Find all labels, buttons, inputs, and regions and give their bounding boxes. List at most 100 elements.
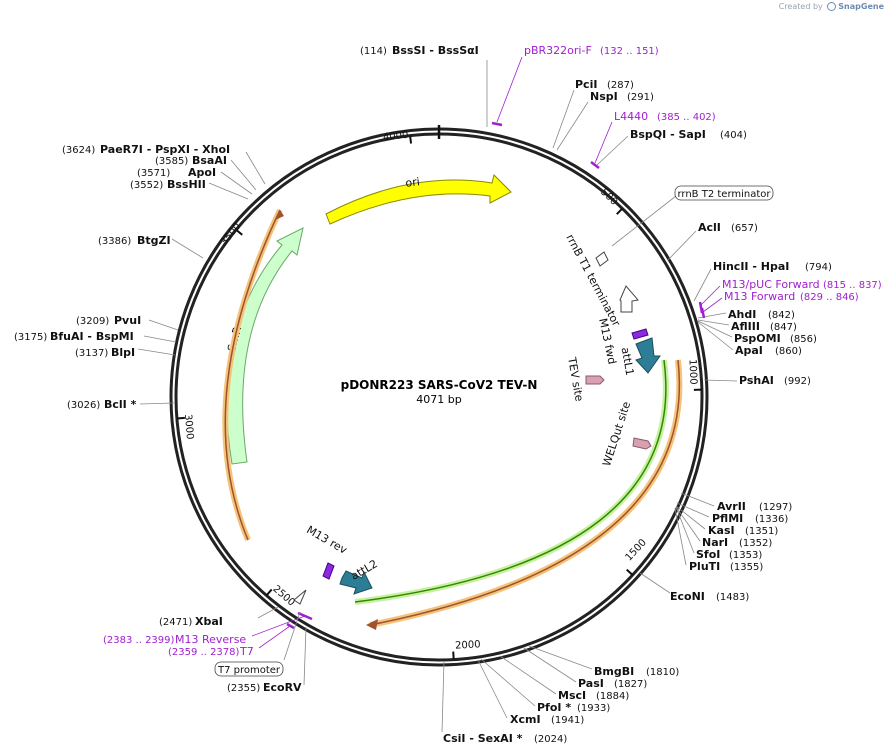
restriction-site-position: (114) bbox=[360, 46, 387, 57]
restriction-site-name[interactable]: AvrII bbox=[717, 500, 746, 513]
restriction-site-name[interactable]: PaeR7I - PspXI - XhoI bbox=[100, 143, 230, 156]
welqut-site-feature[interactable] bbox=[632, 437, 652, 450]
restriction-site-position: (3552) bbox=[130, 180, 163, 191]
site-leader-line bbox=[674, 507, 687, 566]
restriction-site-name[interactable]: XcmI bbox=[510, 713, 541, 726]
restriction-site-name[interactable]: BmgBI bbox=[594, 665, 634, 678]
restriction-site-name[interactable]: PflMI bbox=[712, 512, 743, 525]
site-leader-line bbox=[693, 268, 712, 302]
restriction-site-position: (3209) bbox=[76, 316, 109, 327]
primer-name[interactable]: M13/pUC Forward bbox=[722, 278, 820, 291]
site-leader-line bbox=[139, 402, 175, 405]
restriction-site-position: (856) bbox=[790, 334, 817, 345]
site-leader-line bbox=[596, 135, 629, 166]
primer-leader-line bbox=[702, 297, 723, 313]
m13-fwd-feature[interactable] bbox=[631, 328, 649, 340]
rrnb-t2-terminator-arrow[interactable] bbox=[595, 251, 609, 267]
restriction-site-name[interactable]: AflIII bbox=[731, 320, 760, 333]
ori-feature-arrow[interactable] bbox=[325, 174, 512, 225]
restriction-site-name[interactable]: BsaAI bbox=[192, 154, 227, 167]
primer-leader-line bbox=[700, 285, 721, 306]
rrnb-t1-terminator-arrow[interactable] bbox=[619, 285, 639, 313]
t7-promoter-leader bbox=[283, 611, 301, 661]
green-highlight-arc bbox=[354, 359, 669, 605]
restriction-site-position: (2024) bbox=[534, 734, 567, 745]
restriction-site-position: (1941) bbox=[551, 715, 584, 726]
tev-site-feature[interactable] bbox=[585, 375, 605, 385]
primer-binding-mark[interactable] bbox=[286, 622, 295, 630]
restriction-site-name[interactable]: PvuI bbox=[114, 314, 141, 327]
restriction-site-name[interactable]: PfoI * bbox=[537, 701, 571, 714]
site-leader-line bbox=[257, 606, 279, 619]
restriction-site-name[interactable]: PspOMI bbox=[734, 332, 781, 345]
restriction-site-name[interactable]: PshAI bbox=[739, 374, 774, 387]
restriction-site-position: (2355) bbox=[227, 683, 260, 694]
tick-label: 2000 bbox=[455, 639, 481, 651]
primer-name[interactable]: pBR322ori-F bbox=[524, 44, 592, 57]
tick-label: 2500 bbox=[270, 584, 296, 609]
attl2-feature-arrow[interactable] bbox=[339, 570, 373, 595]
primer-binding-mark[interactable] bbox=[491, 121, 503, 127]
t7-promoter-box bbox=[214, 661, 284, 677]
restriction-site-name[interactable]: AhdI bbox=[728, 308, 756, 321]
restriction-site-name[interactable]: ApaI bbox=[735, 344, 763, 357]
restriction-site-name[interactable]: XbaI bbox=[195, 615, 223, 628]
m13-rev-feature[interactable] bbox=[322, 562, 335, 580]
restriction-site-name[interactable]: AclI bbox=[698, 221, 721, 234]
primer-name[interactable]: L4440 bbox=[614, 110, 648, 123]
restriction-site-name[interactable]: NspI bbox=[590, 90, 618, 103]
restriction-site-name[interactable]: PasI bbox=[578, 677, 604, 690]
left-arc-arrowhead bbox=[275, 210, 284, 220]
restriction-site-name[interactable]: MscI bbox=[558, 689, 586, 702]
restriction-site-position: (3175) bbox=[14, 332, 47, 343]
site-leader-line bbox=[480, 658, 536, 707]
primer-binding-mark[interactable] bbox=[590, 161, 600, 169]
restriction-site-name[interactable]: SfoI bbox=[696, 548, 720, 561]
primer-name[interactable]: M13 Reverse bbox=[175, 633, 246, 646]
restriction-site-name[interactable]: CsiI - SexAI * bbox=[443, 732, 523, 745]
restriction-site-name[interactable]: EcoNI bbox=[670, 590, 705, 603]
tick-mark bbox=[616, 207, 624, 215]
credit-brand: SnapGene bbox=[838, 2, 884, 11]
restriction-site-position: (1352) bbox=[739, 538, 772, 549]
green-inner-arc bbox=[354, 359, 667, 603]
restriction-site-name[interactable]: PciI bbox=[575, 78, 597, 91]
t7-promoter-arrow[interactable] bbox=[293, 589, 307, 605]
site-leader-line bbox=[697, 320, 733, 338]
restriction-site-name[interactable]: BclI * bbox=[104, 398, 137, 411]
restriction-site-name[interactable]: ApoI bbox=[188, 166, 216, 179]
restriction-site-name[interactable]: EcoRV bbox=[263, 681, 302, 694]
restriction-site-name[interactable]: NarI bbox=[702, 536, 728, 549]
primer-range: (385 .. 402) bbox=[657, 112, 716, 123]
attl1-feature-arrow[interactable] bbox=[635, 337, 661, 374]
restriction-site-position: (860) bbox=[775, 346, 802, 357]
restriction-site-name[interactable]: HincII - HpaI bbox=[713, 260, 789, 273]
site-leader-line bbox=[441, 660, 445, 733]
primer-range: (132 .. 151) bbox=[600, 46, 659, 57]
primer-leader-line bbox=[594, 121, 613, 164]
site-leader-line bbox=[230, 159, 257, 191]
restriction-site-name[interactable]: BspQI - SapI bbox=[630, 128, 706, 141]
restriction-site-name[interactable]: BssSI - BssSαI bbox=[392, 44, 479, 57]
restriction-site-name[interactable]: BssHII bbox=[167, 178, 206, 191]
restriction-site-position: (657) bbox=[731, 223, 758, 234]
site-leader-line bbox=[220, 171, 253, 195]
restriction-site-name[interactable]: BlpI bbox=[111, 346, 135, 359]
primer-range: (829 .. 846) bbox=[800, 292, 859, 303]
restriction-site-name[interactable]: BtgZI bbox=[137, 234, 171, 247]
restriction-site-position: (1353) bbox=[729, 550, 762, 561]
restriction-site-position: (842) bbox=[768, 310, 795, 321]
restriction-site-name[interactable]: BfuAI - BspMI bbox=[50, 330, 134, 343]
primer-name[interactable]: M13 Forward bbox=[724, 290, 795, 303]
restriction-site-name[interactable]: KasI bbox=[708, 524, 735, 537]
restriction-site-position: (3137) bbox=[75, 348, 108, 359]
primer-name[interactable]: T7 bbox=[239, 645, 254, 658]
restriction-site-position: (2471) bbox=[159, 617, 192, 628]
attl1-label: attL1 bbox=[619, 346, 637, 376]
primer-range: (2383 .. 2399) bbox=[103, 635, 175, 646]
restriction-site-name[interactable]: PluTI bbox=[689, 560, 720, 573]
tick-mark bbox=[409, 135, 413, 144]
primer-binding-mark[interactable] bbox=[700, 307, 706, 319]
site-leader-line bbox=[675, 506, 701, 542]
created-by-credit: Created by SnapGene bbox=[779, 2, 884, 11]
